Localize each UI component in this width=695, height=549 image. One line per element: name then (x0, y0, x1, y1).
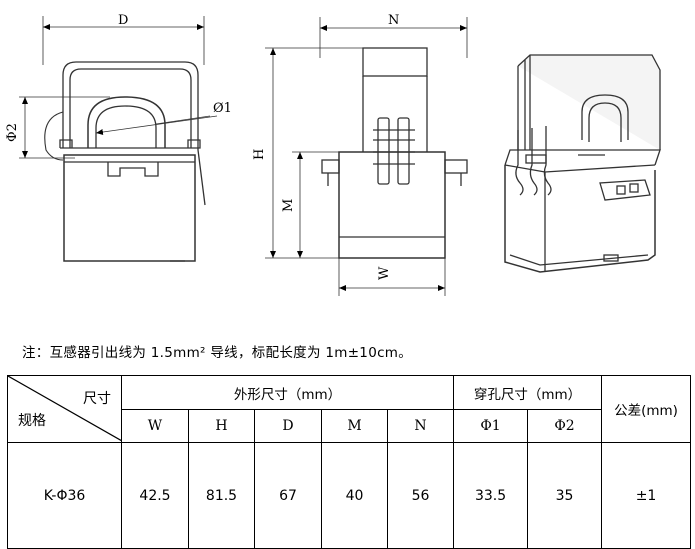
column-header-m: M (321, 409, 388, 443)
header-corner-cell: 尺寸 规格 (7, 375, 122, 443)
header-tolerance: 公差(mm) (601, 375, 692, 443)
cell-phi1: 33.5 (453, 442, 529, 549)
dimension-label-phi1: Ø1 (213, 101, 232, 116)
header-outer-dimensions: 外形尺寸（mm） (120, 375, 455, 410)
column-header-h: H (188, 409, 255, 443)
dimension-label-phi2: Φ2 (5, 123, 20, 142)
cell-n: 56 (386, 442, 455, 549)
corner-label-model: 规格 (18, 413, 46, 429)
column-header-phi2: Φ2 (527, 409, 603, 443)
header-hole-dimensions: 穿孔尺寸（mm） (453, 375, 603, 410)
cell-phi2: 35 (527, 442, 603, 549)
technical-drawings: D Ø1 Φ2 N H M W (5, 13, 661, 296)
corner-diagonal (8, 376, 122, 441)
dimension-label-d: D (118, 13, 128, 28)
wiring-note: 注：互感器引出线为 1.5mm² 导线，标配长度为 1m±10cm。 (22, 345, 413, 361)
cell-d: 67 (254, 442, 322, 549)
column-header-w: W (121, 409, 189, 443)
column-header-n: N (386, 409, 455, 443)
spec-table: 尺寸 规格 外形尺寸（mm） 穿孔尺寸（mm） 公差(mm) W H D M N… (7, 375, 692, 549)
column-header-phi1: Φ1 (453, 409, 529, 443)
cell-m: 40 (321, 442, 388, 549)
dimension-label-n: N (388, 13, 399, 28)
front-view (19, 16, 218, 262)
column-header-d: D (254, 409, 322, 443)
dimension-label-h: H (252, 149, 267, 160)
cell-h: 81.5 (188, 442, 255, 549)
dimension-label-m: M (281, 199, 296, 212)
cell-tolerance: ±1 (601, 442, 692, 549)
isometric-view (504, 54, 661, 273)
dimension-label-w: W (377, 266, 392, 280)
cell-model: K-Φ36 (7, 442, 122, 549)
corner-label-size: 尺寸 (83, 391, 111, 407)
cell-w: 42.5 (121, 442, 189, 549)
table-row: K-Φ36 42.5 81.5 67 40 56 33.5 35 ±1 (7, 442, 692, 549)
side-view (265, 17, 468, 296)
